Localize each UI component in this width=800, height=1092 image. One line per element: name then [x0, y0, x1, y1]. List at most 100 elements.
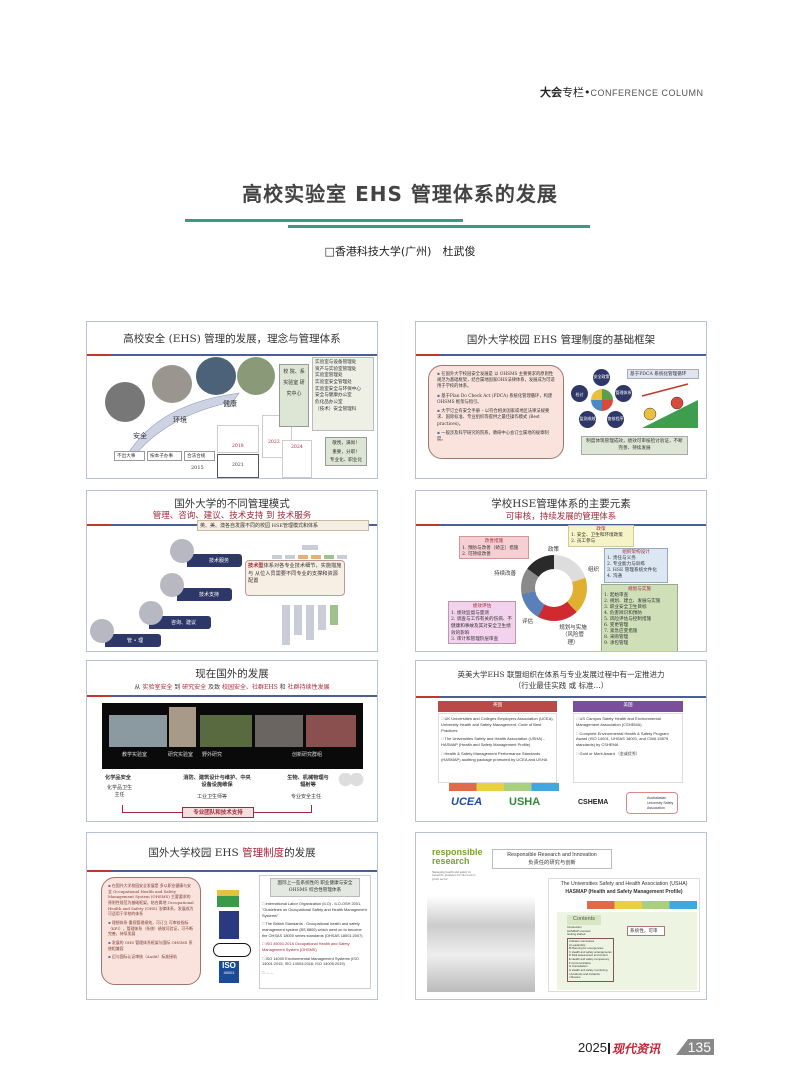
department-list: 实验室与设备管理处资产与实验室管理处实验室管理处实验室安全管理处实验室安全与环保…	[312, 357, 374, 431]
ausa-logo: Australasian University Safety Associati…	[626, 792, 678, 814]
title-rule-bottom	[288, 225, 590, 228]
year-label: 2023	[268, 440, 280, 445]
year-label: 2024	[291, 445, 303, 450]
cycle-label: 政策	[548, 547, 560, 553]
box-item: 2. 专业能力与训练	[607, 561, 646, 567]
slide-divider	[87, 354, 377, 356]
slide-management-modes: 国外大学的不同管理模式 管理、咨询、建议、技术支持 到 技术服务 英、美、澳各自…	[86, 490, 378, 652]
box-item: 7. 紧急应变措施	[604, 628, 638, 634]
bullet: 一般涉及科学研究的院系，教研中心会订立属地的规章制度。	[437, 431, 555, 443]
framework-bullets: 在国外大学校园安全发展是 以 OHSMS 主要要求的原则性规范为基础框架，结合属…	[428, 365, 564, 459]
box-heading: 绩效评估	[472, 604, 492, 609]
cycle-node: 检讨	[571, 385, 588, 402]
box-heading: 政策	[596, 527, 606, 532]
cshema-logo: CSHEMA	[578, 799, 609, 806]
slide-divider	[87, 870, 377, 872]
photo-band: 教学实验室 研究实验室 野外研究 创新研究群组	[102, 703, 363, 769]
list-item: Health & Safety Management Performance S…	[441, 751, 554, 763]
slide-title: 国外大学的不同管理模式	[174, 498, 290, 510]
list-item: 资产与实验室管理处	[315, 366, 357, 372]
box-item: 2. 员工参与	[571, 538, 596, 544]
cycle-label: 评估	[522, 619, 534, 625]
title-rule-top	[185, 219, 463, 222]
step-box: 合法合规	[184, 451, 215, 461]
team-label: 专业团队和技术支持	[182, 807, 254, 818]
photo-caption: 野外研究	[202, 752, 223, 758]
box-item: 9. 承包管理	[604, 640, 629, 646]
step-tech-support: 技术支持	[177, 588, 232, 601]
slide-title: 国外大学校园 EHS 管理制度的基础框架	[466, 334, 656, 346]
article-title: 高校实验室 EHS 管理体系的发展	[242, 182, 558, 206]
list-item: Complete Environmental Health & Safety P…	[576, 731, 680, 748]
slide-title: 高校安全 (EHS) 管理的发展，理念与管理体系	[123, 333, 341, 345]
development-bullets: 在国外大学校园安全发展是 多以职业健康与安全 Occupational Heal…	[101, 877, 201, 985]
bullet: 基于Plan Do Check Act (PDCA) 系统化管理循环，构建OHS…	[437, 394, 555, 406]
progress-arrows	[449, 783, 559, 791]
photo-caption: 创新研究群组	[292, 752, 323, 758]
pdca-slope-chart	[641, 383, 698, 428]
pdca-label: 基于PDCA 系统化管理循环	[627, 369, 699, 379]
list-item: ……	[262, 970, 368, 976]
org-chart	[272, 545, 347, 645]
box-item: 6. 变更管理	[604, 622, 629, 628]
cover-subtitle: Managing health and safety in research: …	[432, 871, 476, 881]
footer-year: 2025	[578, 1040, 607, 1055]
arrow-graphic	[126, 392, 240, 456]
slide-title: 现在国外的发展	[195, 668, 269, 680]
list-item: The Universities Safety and Health Assoc…	[441, 736, 554, 748]
bullet: 在国外大学校园安全发展是 以 OHSMS 主要要求的原则性规范为基础框架，结合属…	[437, 372, 555, 391]
systematic-label: 系统性，可审核	[627, 926, 665, 936]
cycle-node: 监测成效	[579, 411, 596, 428]
photo-caption: 教学实验室	[122, 752, 148, 758]
ilo-book-cover	[217, 879, 239, 907]
slide-divider	[416, 696, 706, 698]
photo-2	[152, 365, 192, 403]
step-circle	[90, 619, 114, 643]
year-label: 2015	[191, 465, 204, 471]
domain-role: 化学品卫生主任	[107, 785, 133, 798]
slide-divider	[87, 695, 377, 697]
slide-divider	[416, 354, 706, 356]
banner: 英、美、澳各自发展不同的校园 HSE管理模式和体系	[197, 520, 369, 531]
motto-box: 敬畏，满尚！重要，分职！专业化、职业化	[325, 437, 367, 466]
slide-responsible-research: responsible research Managing health and…	[415, 832, 707, 1000]
list-item: US Campus Safety Health and Environmenta…	[576, 716, 680, 728]
step-consult: 咨询、建议	[149, 616, 211, 629]
slide-current-development: 现在国外的发展 从 实验室安全 到 研究安全 及致 校园安全、社群EHS 和 社…	[86, 660, 378, 822]
list-item: 实验室与设备管理处	[315, 360, 357, 365]
list-item: （技术）安全管理科	[315, 406, 357, 412]
list-item: ISO 45001:2018 Occupational Health and S…	[262, 941, 368, 952]
list-item: UK Universities and Colleges Employers A…	[441, 716, 554, 733]
pdca-center	[591, 389, 613, 411]
photo-1	[105, 382, 145, 422]
page-number: 135	[676, 1039, 714, 1055]
motto-line: 专业化、职业化	[329, 458, 363, 464]
step-circle	[160, 573, 184, 597]
cycle-label: 持续改善	[494, 571, 517, 577]
column-label-bold: 大会	[540, 86, 562, 99]
bullet: 理想体系-重视管理绩效，可订立 可审核指标（KPI），管理体系（系统）绩效可验证…	[108, 920, 194, 937]
domain-title: 生物、机械物理与辐射等	[287, 775, 329, 789]
cycle-label: 规划与实施（风险管理）	[559, 625, 587, 646]
list-item: 实验室安全管理处	[315, 379, 352, 385]
column-label: 专栏•	[562, 86, 591, 99]
box-item: 4. 沟通	[607, 573, 623, 579]
slide-title: 英美大学EHS 联盟组织在体系与专业发展过程中有一定推进力	[457, 670, 665, 679]
box-item: 1. 责任与义务	[607, 555, 636, 561]
doc-2024: 2024	[282, 440, 312, 478]
bs-book-cover	[219, 911, 239, 939]
domain-title: 化学品安全	[105, 775, 131, 781]
column-header: 大会专栏•CONFERENCE COLUMN	[540, 84, 704, 100]
box-item: 5. 风险评估与控制措施	[604, 616, 652, 622]
list-item: ISO 14000 Environmental Management Syste…	[262, 956, 368, 967]
list-heading: 国际上一些系统性的 职业健康与安全OHSMS 综合性管理体系	[270, 878, 360, 898]
slide-subtitle: 从 实验室安全 到 研究安全 及致 校园安全、社群EHS 和 社群持续性发展	[134, 684, 330, 691]
box-item: 1. 起始审查	[604, 592, 629, 598]
slide-ehs-development: 高校安全 (EHS) 管理的发展，理念与管理体系 安全 环境 健康 不出大事 按…	[86, 321, 378, 479]
motto-line: 重要，分职！	[332, 449, 360, 455]
